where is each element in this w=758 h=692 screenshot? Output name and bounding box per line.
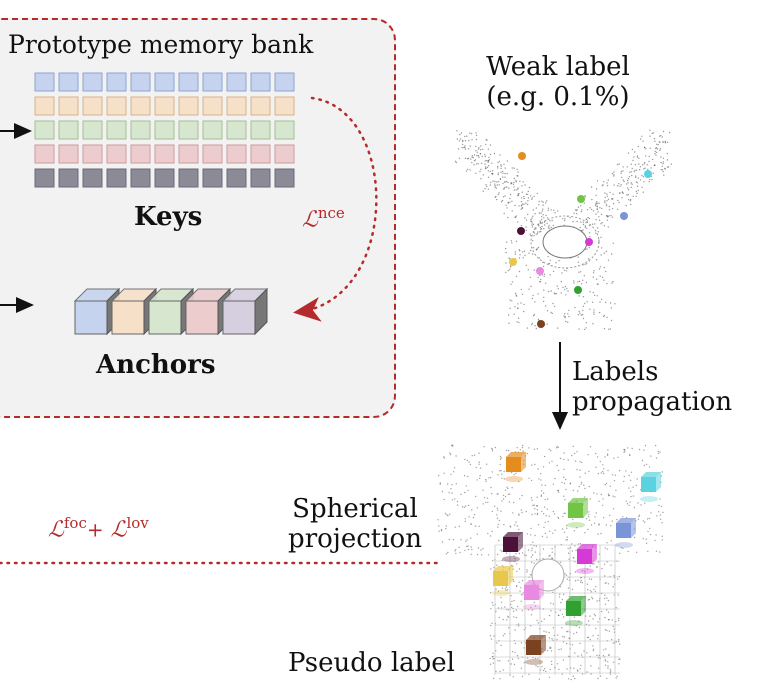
key-cell (250, 168, 271, 188)
spherical-projection-text: Spherical projection (280, 494, 430, 554)
label-point (585, 238, 593, 246)
pseudo-label-cube (576, 544, 597, 574)
key-cell (34, 168, 55, 188)
nce-loss-label: ℒnce (302, 204, 345, 233)
label-point (577, 195, 585, 203)
key-cell (106, 144, 127, 164)
key-cell (130, 144, 151, 164)
key-cell (202, 72, 223, 92)
key-cell (178, 120, 199, 140)
key-cell (130, 168, 151, 188)
weak-label-point-cloud (454, 129, 672, 331)
key-cell (154, 120, 175, 140)
key-cell (250, 72, 271, 92)
key-cell (130, 120, 151, 140)
key-cell (34, 120, 55, 140)
lidar-ring (530, 215, 600, 269)
key-cell (154, 96, 175, 116)
key-cell (202, 120, 223, 140)
pseudo-label-cube (615, 518, 636, 548)
key-cell (58, 96, 79, 116)
anchors-label: Anchors (96, 350, 216, 380)
key-cell (250, 120, 271, 140)
keys-label: Keys (134, 202, 203, 232)
propagation-line2: propagation (572, 387, 733, 417)
nce-loss-arrow (293, 96, 378, 322)
key-cell (154, 144, 175, 164)
keys-grid (34, 72, 295, 188)
label-point (509, 258, 517, 266)
label-point (620, 212, 628, 220)
key-cell (274, 120, 295, 140)
key-cell (274, 168, 295, 188)
anchor-cube (221, 287, 269, 336)
key-cell (82, 72, 103, 92)
key-cell (106, 120, 127, 140)
pseudo-label-cube (525, 635, 546, 665)
label-point (574, 286, 582, 294)
key-cell (130, 96, 151, 116)
foc-lov-loss-label: ℒfoc+ ℒlov (48, 514, 149, 543)
label-point (517, 227, 525, 235)
weak-label-line2: (e.g. 0.1%) (486, 82, 630, 112)
key-cell (274, 144, 295, 164)
pseudo-label-cube (567, 498, 588, 528)
lidar-center-ring (542, 225, 588, 259)
pseudo-label-point-cloud (437, 444, 664, 681)
key-cell (226, 144, 247, 164)
pseudo-label-cube (502, 532, 523, 562)
label-point (644, 170, 652, 178)
label-point (536, 267, 544, 275)
key-cell (58, 120, 79, 140)
pseudo-label-cube (640, 472, 661, 502)
key-cell (106, 168, 127, 188)
spherical-line1: Spherical (292, 494, 418, 524)
key-cell (274, 96, 295, 116)
pseudo-label-cube (505, 452, 526, 482)
key-cell (250, 144, 271, 164)
pseudo-label-text: Pseudo label (288, 648, 455, 678)
pseudo-label-cube (492, 566, 513, 596)
weak-label-text: Weak label (e.g. 0.1%) (478, 52, 638, 112)
key-cell (178, 72, 199, 92)
key-cell (58, 72, 79, 92)
key-cell (154, 168, 175, 188)
key-cell (82, 168, 103, 188)
key-cell (58, 168, 79, 188)
key-cell (58, 144, 79, 164)
key-cell (130, 72, 151, 92)
key-cell (154, 72, 175, 92)
key-cell (226, 168, 247, 188)
key-cell (202, 144, 223, 164)
weak-label-line1: Weak label (486, 52, 630, 82)
key-cell (226, 120, 247, 140)
spherical-line2: projection (288, 524, 422, 554)
memory-bank-title: Prototype memory bank (8, 30, 314, 59)
key-cell (82, 144, 103, 164)
key-cell (34, 72, 55, 92)
key-cell (34, 96, 55, 116)
propagation-line1: Labels (572, 357, 659, 387)
pseudo-label-cube (523, 580, 544, 610)
key-cell (106, 72, 127, 92)
key-cell (82, 120, 103, 140)
label-point (537, 320, 545, 328)
label-point (518, 152, 526, 160)
key-cell (178, 168, 199, 188)
key-cell (202, 96, 223, 116)
key-cell (202, 168, 223, 188)
anchors-cubes (73, 287, 269, 336)
key-cell (226, 72, 247, 92)
pseudo-label-cube (565, 596, 586, 626)
key-cell (250, 96, 271, 116)
key-cell (82, 96, 103, 116)
key-cell (178, 96, 199, 116)
key-cell (178, 144, 199, 164)
key-cell (106, 96, 127, 116)
key-cell (226, 96, 247, 116)
key-cell (274, 72, 295, 92)
labels-propagation-text: Labels propagation (572, 357, 732, 417)
key-cell (34, 144, 55, 164)
